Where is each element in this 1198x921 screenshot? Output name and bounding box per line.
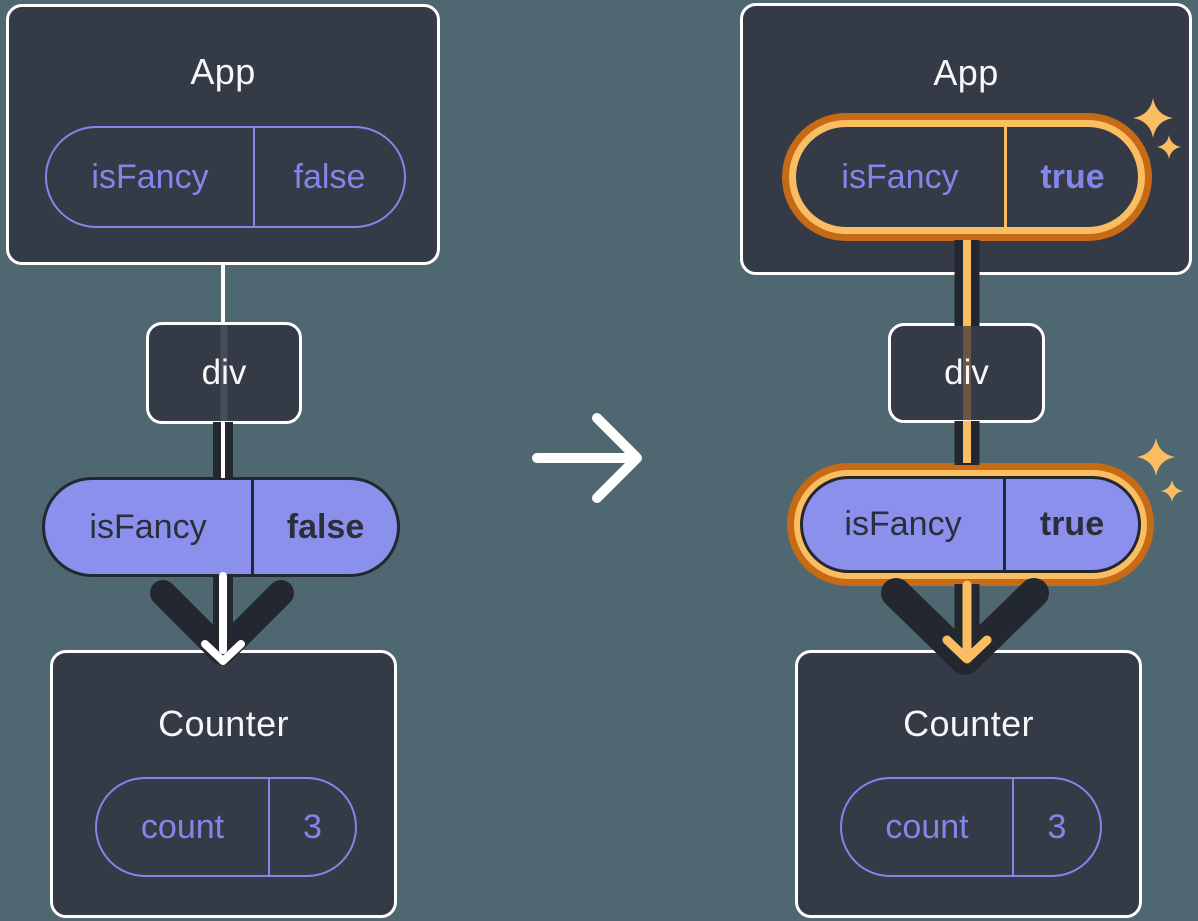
- sparkle-icon-large: [1137, 438, 1175, 476]
- app-title: App: [933, 52, 999, 93]
- counter-component-box: Counter count 3: [50, 650, 397, 918]
- pill-key: isFancy: [844, 505, 962, 543]
- div-element-box: div: [146, 322, 302, 424]
- app-component-box: App isFancy true: [740, 3, 1192, 275]
- pill-key: isFancy: [91, 157, 209, 196]
- prop-pipe: [213, 574, 233, 656]
- transition-arrow-icon: [532, 413, 642, 503]
- pill-key: isFancy: [89, 507, 207, 546]
- counter-title: Counter: [158, 703, 289, 744]
- pill-value: 3: [1012, 779, 1100, 875]
- app-title: App: [190, 51, 256, 92]
- prop-pipe: [213, 422, 233, 480]
- isfancy-prop-pill: isFancy false: [42, 477, 400, 577]
- app-component-box: App isFancy false: [6, 4, 440, 265]
- pill-value: false: [251, 480, 397, 574]
- flow-stripe: [962, 326, 971, 420]
- counter-component-box: Counter count 3: [795, 650, 1142, 918]
- div-element-box: div: [888, 323, 1045, 423]
- pill-key: count: [140, 807, 225, 846]
- pill-value: 3: [268, 779, 355, 875]
- counter-title: Counter: [903, 703, 1034, 744]
- div-title: div: [944, 353, 989, 392]
- flow-stripe: [220, 325, 228, 421]
- pill-value: true: [1004, 127, 1138, 227]
- transition-arrow-head: [592, 413, 642, 503]
- isfancy-prop-pill-highlighted: isFancy true: [800, 476, 1141, 573]
- pill-key: count: [885, 807, 969, 846]
- div-title: div: [201, 353, 247, 392]
- prop-pipe-highlighted: [954, 584, 980, 654]
- pill-value: false: [253, 128, 404, 226]
- count-state-pill: count 3: [95, 777, 357, 877]
- prop-pipe-highlighted: [954, 421, 980, 465]
- flow-chevron-icon: [150, 580, 294, 665]
- pill-value: true: [1003, 479, 1138, 570]
- isfancy-state-pill-highlighted: isFancy true: [789, 120, 1145, 234]
- pill-key: isFancy: [841, 157, 959, 196]
- sparkle-icon-small: [1161, 480, 1183, 502]
- count-state-pill: count 3: [840, 777, 1102, 877]
- isfancy-state-pill: isFancy false: [45, 126, 406, 228]
